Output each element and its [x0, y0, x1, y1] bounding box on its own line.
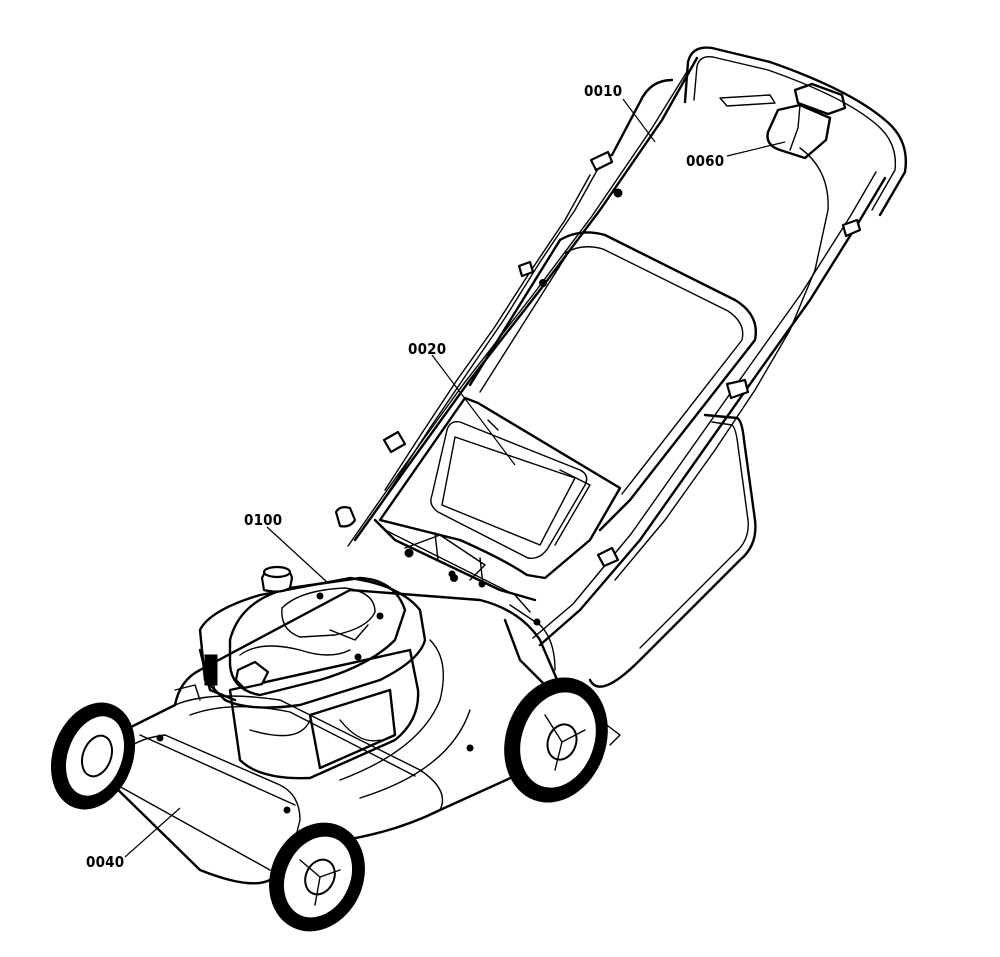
front-left-wheel — [50, 702, 136, 810]
callout-label-0020: 0020 — [408, 340, 446, 358]
callout-label-0040: 0040 — [86, 853, 124, 871]
callout-label-0060: 0060 — [686, 152, 724, 170]
callout-leaders — [124, 98, 786, 858]
rear-door-linkage — [334, 506, 537, 613]
bag-frame — [378, 231, 757, 580]
engine — [174, 565, 427, 780]
front-right-wheel — [269, 822, 365, 932]
callout-label-0010: 0010 — [584, 82, 622, 100]
handle-assembly — [347, 46, 907, 647]
callout-label-0100: 0100 — [244, 511, 282, 529]
rear-right-wheel — [504, 677, 608, 803]
handle-control-box — [766, 82, 847, 160]
